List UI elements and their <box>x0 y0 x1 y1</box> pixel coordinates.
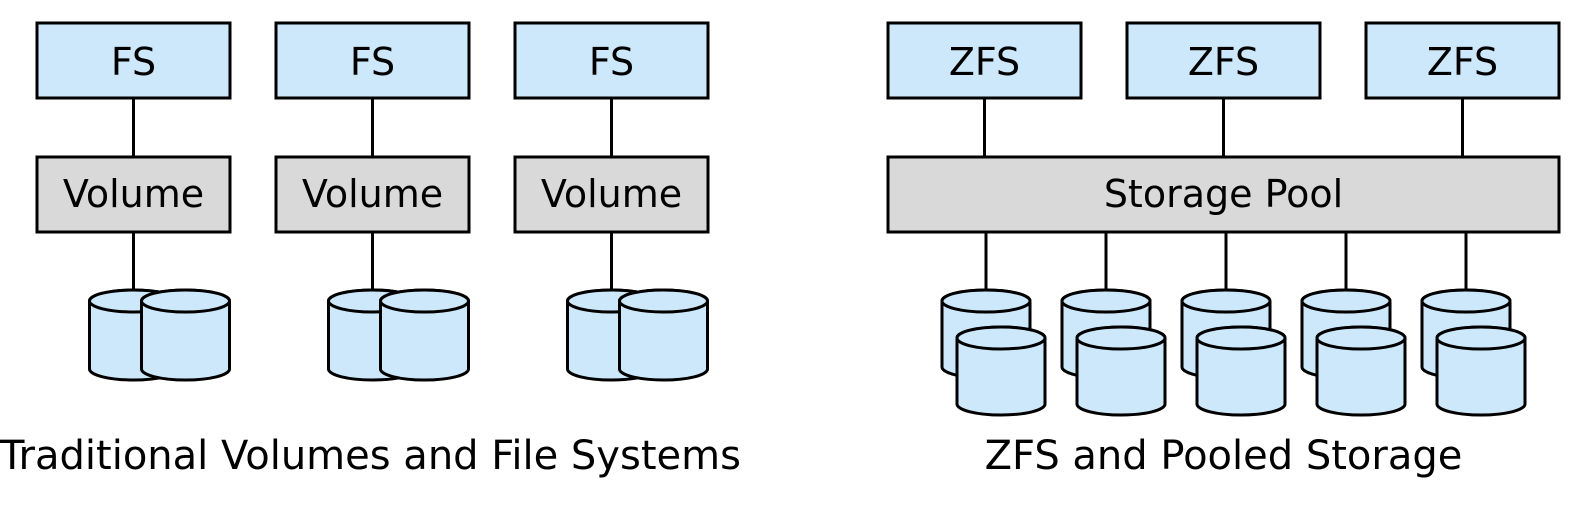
disk-icon <box>1435 325 1527 417</box>
disk-icon <box>140 288 231 382</box>
zfs-box <box>1364 21 1561 100</box>
disk-top <box>1060 288 1152 314</box>
storage-pool-box <box>886 155 1561 234</box>
fs-box <box>35 21 232 100</box>
volume-box <box>35 155 232 234</box>
disk-icon <box>379 288 470 382</box>
disk-top <box>140 288 231 314</box>
left-caption: Traditional Volumes and File Systems <box>0 433 741 479</box>
storage-pool-label: Storage Pool <box>1103 172 1344 216</box>
volume-box <box>513 155 710 234</box>
volume-box <box>274 155 471 234</box>
volume-label: Volume <box>540 172 683 216</box>
disk-top <box>940 288 1032 314</box>
disk-icon <box>618 288 709 382</box>
volume-label: Volume <box>301 172 444 216</box>
zfs-box <box>1125 21 1322 100</box>
disk-top <box>1435 325 1527 351</box>
fs-label: FS <box>588 40 635 84</box>
disk-top <box>1420 288 1512 314</box>
disk-top <box>955 325 1047 351</box>
zfs-label: ZFS <box>1187 40 1260 84</box>
disk-top <box>1315 325 1407 351</box>
disk-icon <box>1075 325 1167 417</box>
disk-icon <box>1315 325 1407 417</box>
disk-top <box>1075 325 1167 351</box>
disk-top <box>1195 325 1287 351</box>
zfs-box <box>886 21 1083 100</box>
zfs-label: ZFS <box>1426 40 1499 84</box>
disk-top <box>1300 288 1392 314</box>
right-caption: ZFS and Pooled Storage <box>984 433 1463 479</box>
fs-box <box>274 21 471 100</box>
disk-icon <box>1195 325 1287 417</box>
fs-label: FS <box>349 40 396 84</box>
fs-box <box>513 21 710 100</box>
disk-top <box>379 288 470 314</box>
fs-label: FS <box>110 40 157 84</box>
zfs-label: ZFS <box>948 40 1021 84</box>
disk-top <box>1180 288 1272 314</box>
disk-icon <box>955 325 1047 417</box>
disk-top <box>618 288 709 314</box>
volume-label: Volume <box>62 172 205 216</box>
